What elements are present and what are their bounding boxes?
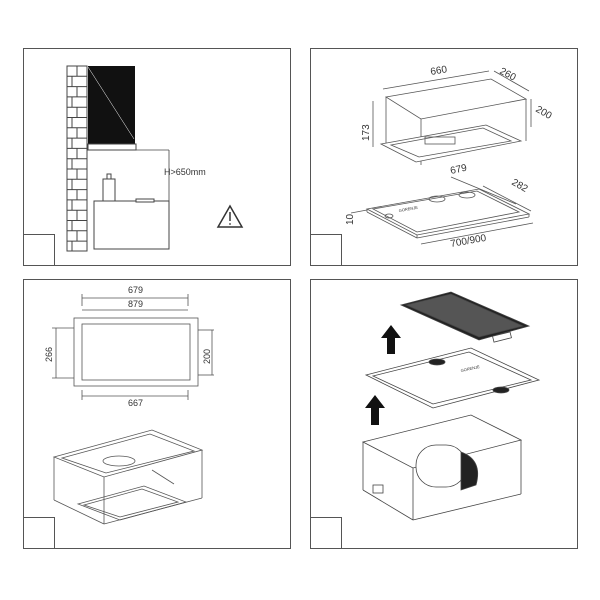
dim-10: 10 <box>345 213 356 225</box>
brand-text: GORENJE <box>398 205 418 213</box>
dim-200-side: 200 <box>202 349 212 364</box>
dim-282: 282 <box>510 177 530 195</box>
up-arrow-icon <box>381 325 401 354</box>
warning-triangle-icon <box>216 204 244 228</box>
up-arrow-icon <box>365 395 385 425</box>
dim-660: 660 <box>430 64 449 78</box>
dim-667: 667 <box>128 398 143 408</box>
brick-wall <box>66 65 88 252</box>
panel-dimensions-iso: 660 260 200 173 679 282 10 700/900 GOREN… <box>310 48 578 266</box>
pot <box>102 178 116 202</box>
height-label: H>650mm <box>164 167 206 177</box>
step-number-box <box>23 234 55 266</box>
step-number-box <box>310 517 342 549</box>
panel-cutout: 679 879 266 200 667 <box>23 279 291 549</box>
glass-panel <box>364 347 541 409</box>
dim-700-900: 700/900 <box>450 233 488 250</box>
dimensions-iso-drawing: 660 260 200 173 679 282 10 700/900 GOREN… <box>345 64 554 250</box>
height-installation-drawing: H>650mm <box>66 65 244 252</box>
step-number-box <box>310 234 342 266</box>
brand-text: GORENJE <box>460 364 480 373</box>
dim-260: 260 <box>498 66 518 84</box>
panel-assembly: GORENJE <box>310 279 578 549</box>
assembly-drawing: GORENJE <box>361 291 541 521</box>
grease-filter <box>399 291 531 343</box>
panel-height-installation: H>650mm <box>23 48 291 266</box>
dim-173: 173 <box>361 124 372 141</box>
dim-679: 679 <box>449 163 468 177</box>
step-number-box <box>23 517 55 549</box>
hood-body <box>87 143 137 151</box>
hood-housing <box>361 414 523 521</box>
cutout-drawing: 679 879 266 200 667 <box>44 285 214 525</box>
dim-879: 879 <box>128 299 143 309</box>
dim-200: 200 <box>534 104 554 122</box>
counter <box>93 200 170 250</box>
dim-266: 266 <box>44 347 54 362</box>
dim-679-top: 679 <box>128 285 143 295</box>
